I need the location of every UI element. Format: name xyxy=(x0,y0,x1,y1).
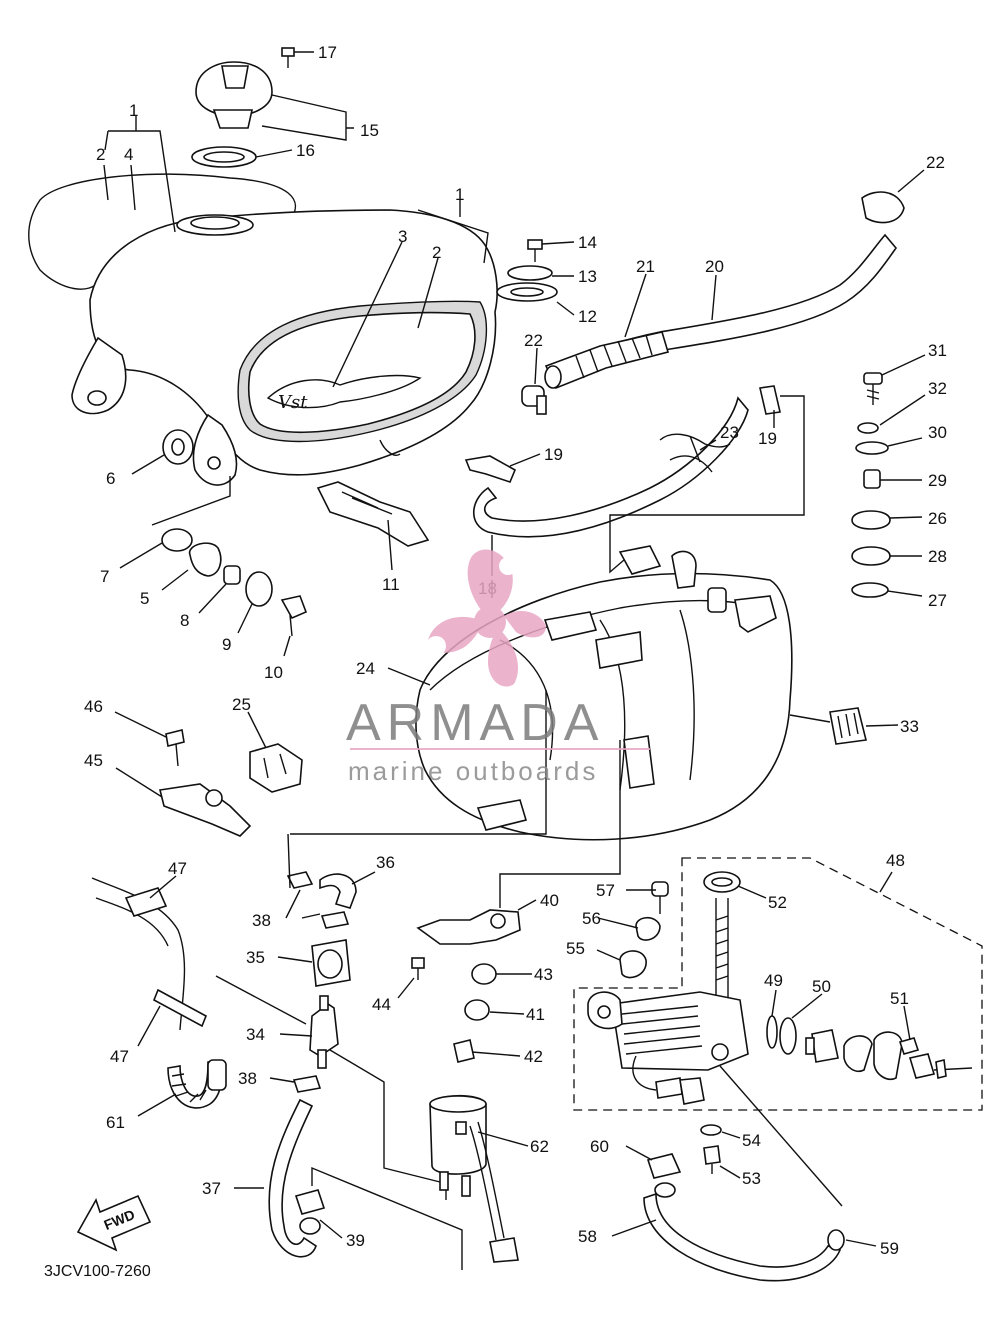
bracket-parts xyxy=(159,729,303,837)
callout-13: 13 xyxy=(578,267,597,286)
callout-59: 59 xyxy=(880,1239,899,1258)
callout-32: 32 xyxy=(928,379,947,398)
callout-1-left: 1 xyxy=(129,101,138,120)
callout-26: 26 xyxy=(928,509,947,528)
callout-36: 36 xyxy=(376,853,395,872)
callout-5: 5 xyxy=(140,589,149,608)
callout-6: 6 xyxy=(106,469,115,488)
lower-hoses xyxy=(91,871,357,1258)
callout-15: 15 xyxy=(360,121,379,140)
watermark-rule xyxy=(350,748,650,750)
leader-lines xyxy=(103,51,926,1270)
callout-39: 39 xyxy=(346,1231,365,1250)
watermark-title: ARMADA xyxy=(346,694,604,752)
callout-47-bottom: 47 xyxy=(110,1047,129,1066)
callout-27: 27 xyxy=(928,591,947,610)
callout-7: 7 xyxy=(100,567,109,586)
callout-25: 25 xyxy=(232,695,251,714)
callout-55: 55 xyxy=(566,939,585,958)
callout-44: 44 xyxy=(372,995,391,1014)
callout-2-right: 2 xyxy=(432,243,441,262)
callout-24: 24 xyxy=(356,659,375,678)
watermark: ARMADA marine outboards xyxy=(346,549,650,786)
callout-60: 60 xyxy=(590,1137,609,1156)
callout-1-right: 1 xyxy=(455,185,464,204)
callout-2-left: 2 xyxy=(96,145,105,164)
callout-48: 48 xyxy=(886,851,905,870)
fuel-cap-assembly xyxy=(191,47,295,168)
callout-42: 42 xyxy=(524,1047,543,1066)
callout-3: 3 xyxy=(398,227,407,246)
fuel-tank-inner xyxy=(415,545,867,841)
callout-10: 10 xyxy=(264,663,283,682)
mount-hardware-left xyxy=(161,429,308,637)
callout-28: 28 xyxy=(928,547,947,566)
callout-8: 8 xyxy=(180,611,189,630)
callout-54: 54 xyxy=(742,1131,761,1150)
callout-38-bottom: 38 xyxy=(238,1069,257,1088)
callout-50: 50 xyxy=(812,977,831,996)
watermark-subtitle: marine outboards xyxy=(348,756,598,786)
callout-29: 29 xyxy=(928,471,947,490)
callout-33: 33 xyxy=(900,717,919,736)
callout-38-top: 38 xyxy=(252,911,271,930)
callout-49: 49 xyxy=(764,971,783,990)
callout-22-top: 22 xyxy=(926,153,945,172)
mount-hardware-top xyxy=(496,239,558,302)
svg-text:Vst: Vst xyxy=(278,392,308,413)
callout-47-top: 47 xyxy=(168,859,187,878)
callout-23: 23 xyxy=(720,423,739,442)
callout-43: 43 xyxy=(534,965,553,984)
callout-35: 35 xyxy=(246,948,265,967)
callout-51: 51 xyxy=(890,989,909,1008)
callout-46: 46 xyxy=(84,697,103,716)
callout-45: 45 xyxy=(84,751,103,770)
callout-21: 21 xyxy=(636,257,655,276)
callout-labels: 17 15 16 1 2 4 1 3 2 14 13 12 21 20 22 2… xyxy=(84,43,947,1258)
callout-22-mid: 22 xyxy=(524,331,543,350)
callout-20: 20 xyxy=(705,257,724,276)
callout-19-left: 19 xyxy=(544,445,563,464)
callout-57: 57 xyxy=(596,881,615,900)
callout-34: 34 xyxy=(246,1025,265,1044)
breather-hoses xyxy=(464,191,905,538)
fuel-cock-assembly xyxy=(573,857,983,1174)
callout-17: 17 xyxy=(318,43,337,62)
callout-41: 41 xyxy=(526,1005,545,1024)
callout-16: 16 xyxy=(296,141,315,160)
callout-61: 61 xyxy=(106,1113,125,1132)
callout-14: 14 xyxy=(578,233,597,252)
callout-9: 9 xyxy=(222,635,231,654)
callout-37: 37 xyxy=(202,1179,221,1198)
callout-31: 31 xyxy=(928,341,947,360)
callout-53: 53 xyxy=(742,1169,761,1188)
mount-hardware-right xyxy=(851,372,891,598)
lower-right-parts xyxy=(429,1065,845,1282)
callout-62: 62 xyxy=(530,1137,549,1156)
callout-11: 11 xyxy=(382,575,400,594)
propeller-logo-icon xyxy=(426,549,546,687)
diagram-code: 3JCV100-7260 xyxy=(44,1263,151,1280)
callout-12: 12 xyxy=(578,307,597,326)
center-hardware xyxy=(411,881,669,1063)
callout-58: 58 xyxy=(578,1227,597,1246)
callout-56: 56 xyxy=(582,909,601,928)
callout-30: 30 xyxy=(928,423,947,442)
forward-arrow-icon: FWD xyxy=(76,1194,152,1252)
callout-19-right: 19 xyxy=(758,429,777,448)
callout-4: 4 xyxy=(124,145,133,164)
callout-52: 52 xyxy=(768,893,787,912)
fuel-tank: Vst xyxy=(28,173,498,547)
callout-40: 40 xyxy=(540,891,559,910)
